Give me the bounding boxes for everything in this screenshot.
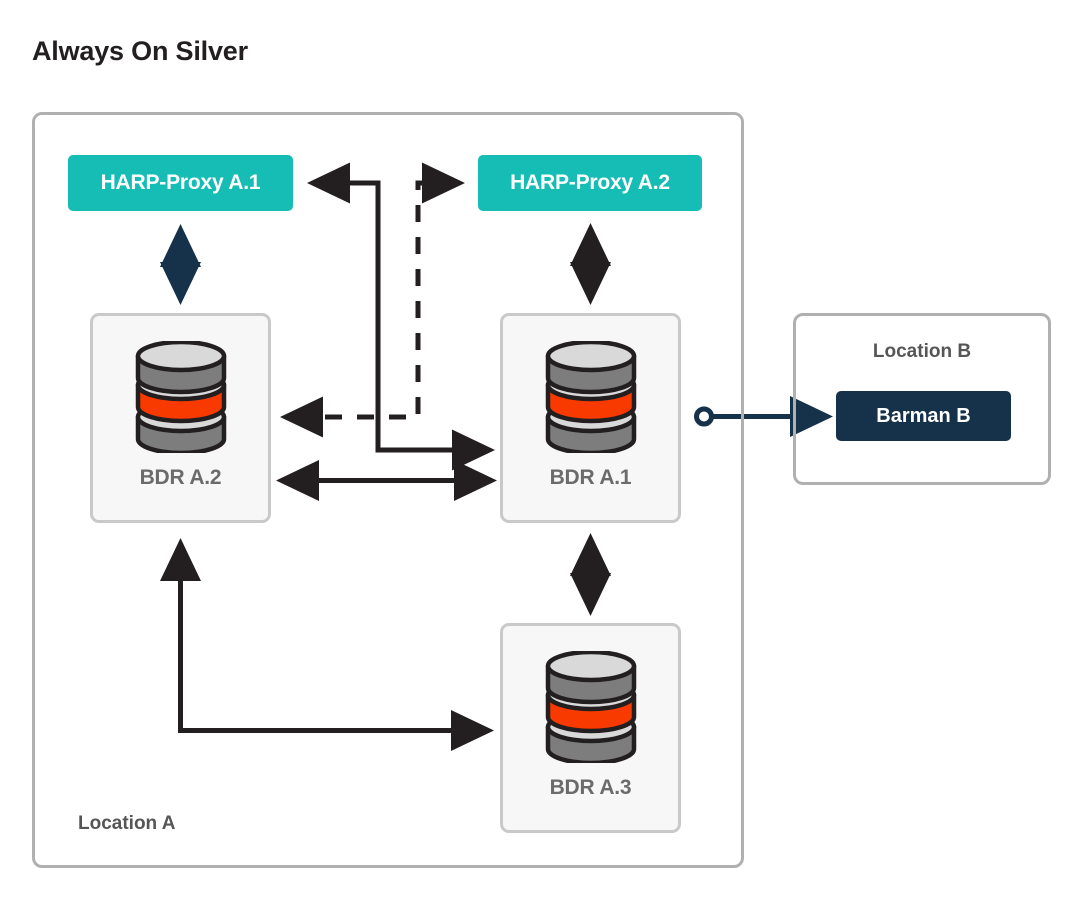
connector-source-dot-icon [694,406,714,427]
connector-bdr-a1-barman-b [694,396,834,437]
page-title: Always On Silver [32,36,248,66]
bdr-a2-label: BDR A.2 [139,466,222,489]
harp-proxy-a1-node[interactable]: HARP-Proxy A.1 [68,155,293,211]
location-b-container [793,313,1051,485]
database-icon [541,339,641,458]
harp-proxy-a2-label: HARP-Proxy A.2 [510,171,670,194]
connector-bdr-a2-bdr-a3-routed [160,538,495,751]
location-b-label: Location B [872,341,972,362]
bdr-a1-label: BDR A.1 [549,466,632,489]
harp-proxy-a1-label: HARP-Proxy A.1 [100,171,261,194]
database-icon [541,649,641,768]
bdr-a3-node[interactable]: BDR A.3 [500,623,681,833]
bdr-a3-label: BDR A.3 [549,776,632,799]
database-icon [131,339,231,458]
barman-b-label: Barman B [876,404,971,427]
location-a-container [32,112,744,868]
bdr-a1-node[interactable]: BDR A.1 [500,313,681,523]
harp-proxy-a2-node[interactable]: HARP-Proxy A.2 [478,155,702,211]
bdr-a2-node[interactable]: BDR A.2 [90,313,271,523]
barman-b-node[interactable]: Barman B [836,391,1011,441]
location-a-label: Location A [78,813,176,834]
